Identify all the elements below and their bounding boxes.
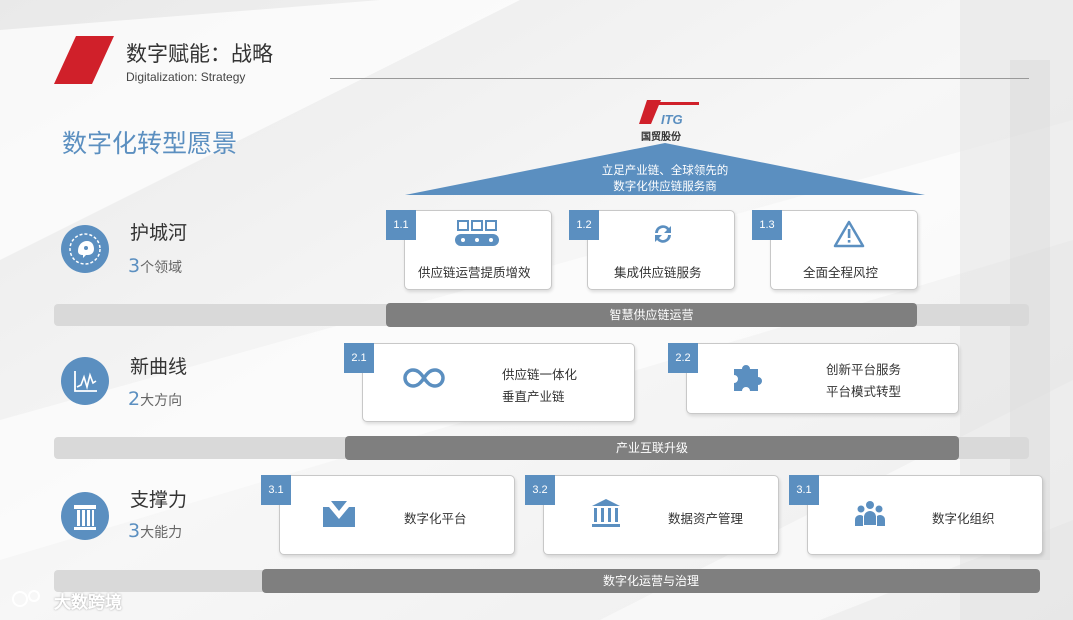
brain-circuit-icon — [69, 233, 101, 265]
people-group-icon — [855, 501, 885, 526]
vision-line-1: 立足产业链、全球领先的 — [601, 163, 729, 177]
card-1-1[interactable] — [404, 210, 552, 290]
card-1-1-label: 供应链运营提质增效 — [418, 265, 531, 280]
watermark-logo-icon — [12, 590, 40, 607]
badge-3-1: 3.1 — [261, 475, 291, 505]
card-3-1-label: 数字化平台 — [404, 511, 467, 526]
badge-1-2: 1.2 — [569, 210, 599, 240]
vision-line-2: 数字化供应链服务商 — [613, 179, 717, 193]
card-3-2[interactable] — [543, 475, 779, 555]
card-2-1-label-line1: 供应链一体化 — [502, 367, 578, 382]
badge-1-3: 1.3 — [752, 210, 782, 240]
infinity-icon — [403, 368, 445, 388]
refresh-icon — [655, 225, 671, 243]
pillar-icon — [74, 505, 96, 530]
vision-roof — [405, 143, 925, 195]
conveyor-icon — [455, 220, 499, 246]
card-3-1[interactable] — [279, 475, 515, 555]
bar-smart-supply-chain: 智慧供应链运营 — [386, 303, 917, 327]
row-icon-brain — [61, 225, 109, 273]
itg-logo-mark-icon — [639, 100, 699, 124]
line-chart-icon — [74, 371, 97, 392]
card-2-2-label-line1: 创新平台服务 — [826, 362, 902, 377]
row-sub-moat: 3个领域 — [128, 255, 183, 277]
row-title-new-curve: 新曲线 — [130, 356, 188, 378]
card-1-3-label: 全面全程风控 — [803, 265, 879, 280]
badge-1-1: 1.1 — [386, 210, 416, 240]
badge-3-3: 3.1 — [789, 475, 819, 505]
section-title: 数字化转型愿景 — [62, 129, 238, 158]
badge-2-1: 2.1 — [344, 343, 374, 373]
card-1-3[interactable] — [770, 210, 918, 290]
warning-icon — [833, 220, 865, 248]
card-1-2[interactable] — [587, 210, 735, 290]
row-title-support: 支撑力 — [130, 489, 188, 511]
badge-3-2: 3.2 — [525, 475, 555, 505]
bank-icon — [592, 499, 620, 527]
header-divider — [330, 78, 1029, 79]
brand-name: 国贸股份 — [641, 132, 681, 143]
card-1-2-label: 集成供应链服务 — [614, 265, 702, 280]
bar-industrial-internet: 产业互联升级 — [345, 436, 959, 460]
row-title-moat: 护城河 — [130, 222, 188, 244]
row-sub-new-curve: 2大方向 — [128, 388, 183, 410]
bar-digital-operation: 数字化运营与治理 — [262, 569, 1040, 593]
card-3-2-label: 数据资产管理 — [668, 511, 744, 526]
card-3-3[interactable] — [807, 475, 1043, 555]
itg-logo-text: ITG — [661, 112, 683, 127]
card-3-3-label: 数字化组织 — [932, 511, 995, 526]
card-2-2[interactable] — [686, 343, 959, 414]
watermark-text: 大数跨境 — [54, 593, 122, 613]
row-icon-pillar — [61, 492, 109, 540]
card-2-1-label-line2: 垂直产业链 — [502, 389, 565, 404]
inbox-tray-icon — [323, 501, 355, 527]
page-title: 数字赋能：战略 — [126, 42, 273, 66]
badge-2-2: 2.2 — [668, 343, 698, 373]
card-2-1[interactable] — [362, 343, 635, 422]
page-subtitle: Digitalization: Strategy — [126, 70, 246, 84]
row-icon-chart — [61, 357, 109, 405]
card-2-2-label-line2: 平台模式转型 — [826, 384, 902, 399]
puzzle-icon — [734, 365, 762, 391]
row-sub-support: 3大能力 — [128, 520, 183, 542]
red-parallelogram-logo — [54, 36, 114, 84]
